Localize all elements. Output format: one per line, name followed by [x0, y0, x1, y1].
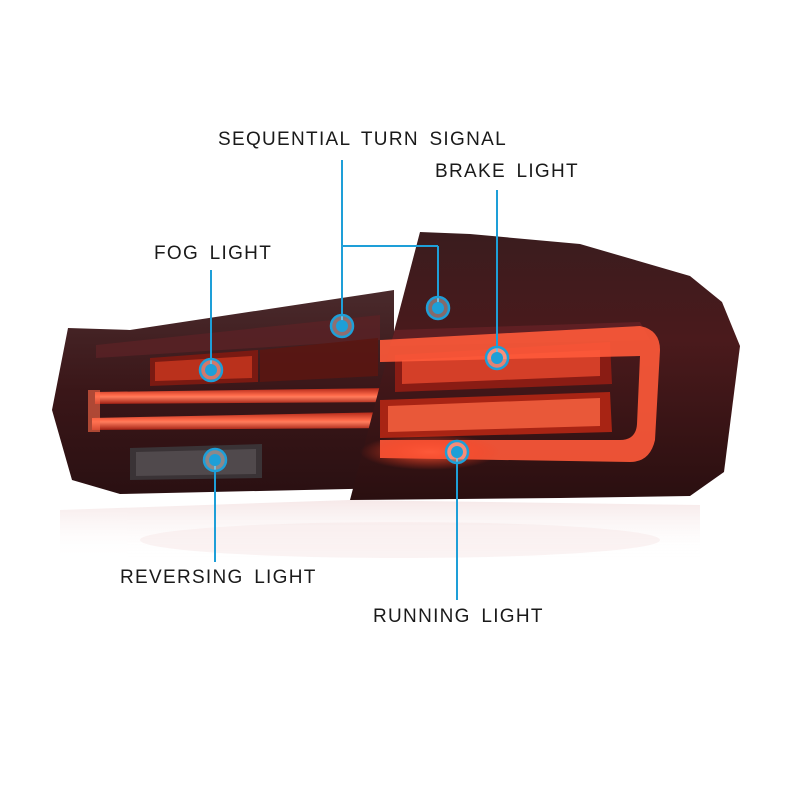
callout-lines [210, 160, 498, 600]
marker-fog-light [198, 357, 224, 383]
label-brake-light: BRAKE LIGHT [435, 161, 579, 182]
marker-sequential-turn-signal-2 [425, 295, 451, 321]
label-running-light: RUNNING LIGHT [373, 606, 544, 627]
marker-reversing-light [202, 447, 228, 473]
callout-markers [198, 295, 510, 473]
marker-brake-light [484, 345, 510, 371]
outer-tail-lamp [350, 232, 740, 500]
inner-tail-lamp [52, 290, 394, 494]
marker-sequential-turn-signal-1 [329, 313, 355, 339]
label-fog-light: FOG LIGHT [154, 243, 273, 264]
label-sequential-turn-signal: SEQUENTIAL TURN SIGNAL [218, 129, 507, 150]
label-reversing-light: REVERSING LIGHT [120, 567, 317, 588]
marker-running-light [444, 439, 470, 465]
floor-reflection [60, 500, 700, 560]
